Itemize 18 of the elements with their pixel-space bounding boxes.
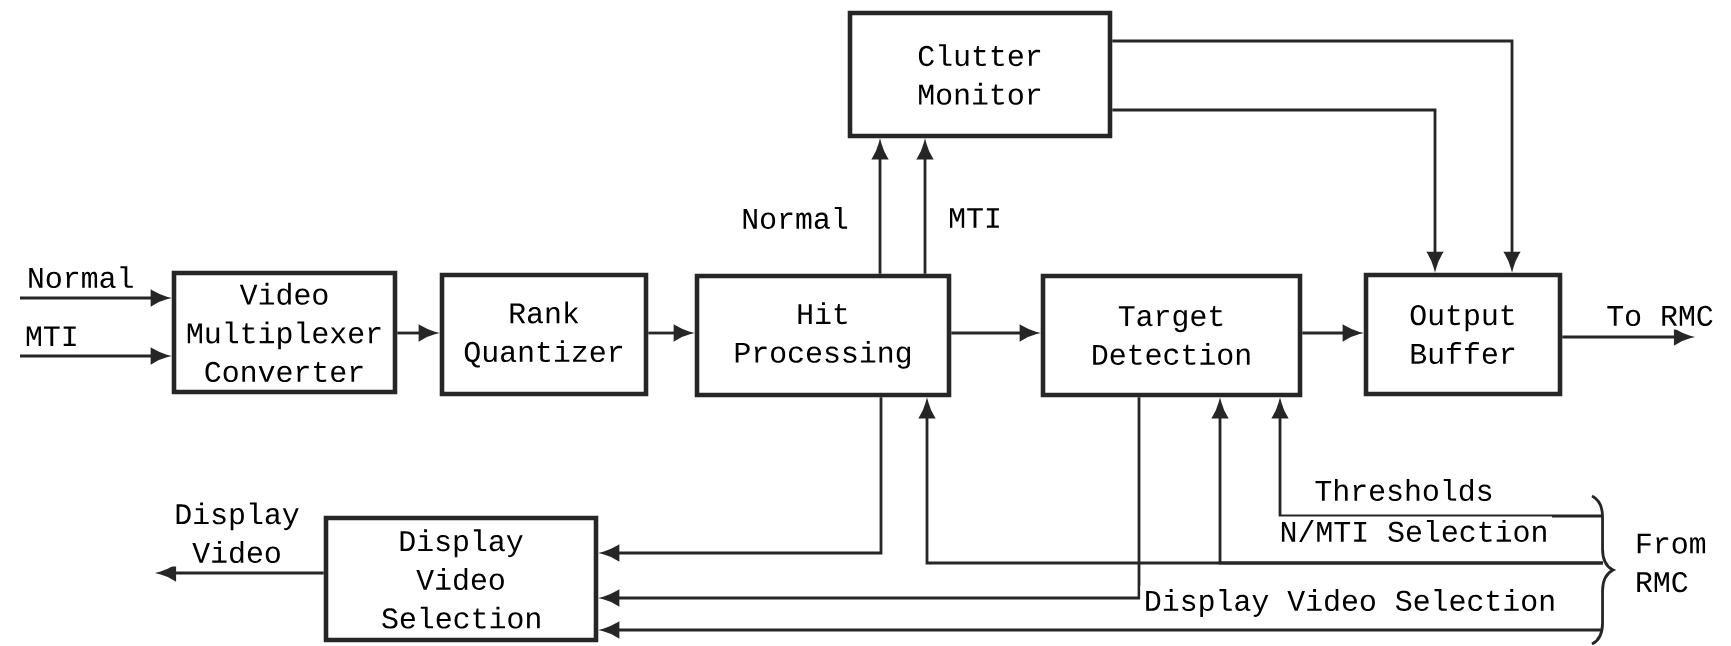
edge-label: Display Video Selection	[1140, 585, 1560, 621]
process-box: Hit Processing	[694, 273, 952, 398]
edge-label: MTI	[944, 204, 1006, 232]
annotation: From RMC	[1637, 533, 1706, 593]
process-box: Output Buffer	[1363, 272, 1563, 397]
process-box: Video Multiplexer Converter	[171, 270, 398, 395]
edge-label: N/MTI Selection	[1276, 516, 1552, 546]
edge-label: MTI	[21, 322, 83, 350]
edge-label: Normal	[737, 203, 853, 233]
arrow	[158, 565, 324, 581]
edge-label: To RMC	[1602, 302, 1718, 330]
process-box: Target Detection	[1040, 273, 1303, 398]
edge-label: Thresholds	[1310, 475, 1498, 505]
edge-label: Display Video	[158, 498, 316, 567]
process-box: Rank Quantizer	[439, 272, 649, 397]
process-box: Display Video Selection	[323, 515, 599, 643]
edge-label: Normal	[23, 262, 138, 292]
process-box: Clutter Monitor	[847, 10, 1113, 139]
